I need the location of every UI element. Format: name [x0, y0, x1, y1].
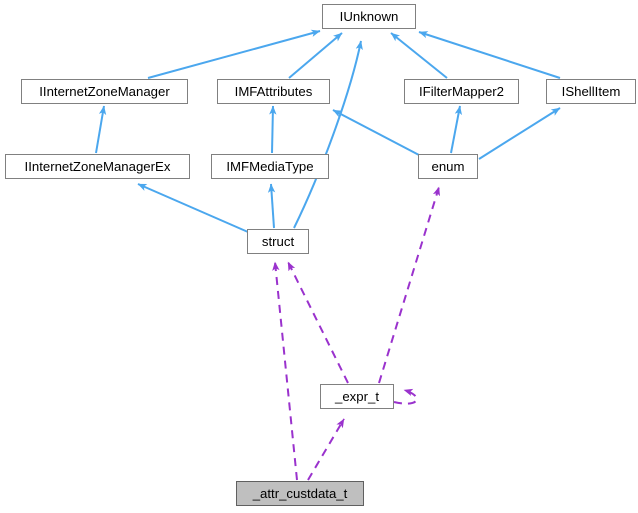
class-node-enum[interactable]: enum — [418, 154, 478, 179]
edge-attr_custdata_t-to-expr_t — [307, 418, 345, 481]
class-node-label: IUnknown — [339, 8, 399, 24]
class-node-label: IShellItem — [561, 83, 621, 99]
class-node-iinternetzonemanager[interactable]: IInternetZoneManager — [21, 79, 188, 104]
class-node-label: _expr_t — [335, 388, 379, 404]
class-node-expr_t[interactable]: _expr_t — [320, 384, 394, 409]
edge-expr_t-self-loop — [393, 388, 418, 405]
class-node-label: IMFAttributes — [234, 83, 313, 99]
edge-enum-to-ifiltermapper2 — [450, 105, 463, 154]
class-node-label: IFilterMapper2 — [418, 83, 505, 99]
edge-imfmediatype-to-imfattributes — [269, 105, 277, 154]
class-node-label: struct — [261, 233, 295, 249]
class-node-label: _attr_custdata_t — [252, 485, 348, 501]
class-node-imfattributes[interactable]: IMFAttributes — [217, 79, 330, 104]
class-node-ishellitem[interactable]: IShellItem — [546, 79, 636, 104]
class-node-imfmediatype[interactable]: IMFMediaType — [211, 154, 329, 179]
edge-iinternetzonemanagerex-to-iinternetzonemanager — [95, 105, 107, 154]
edge-enum-to-ishellitem — [478, 107, 561, 160]
usage-edge-group — [272, 186, 441, 481]
edge-ishellitem-to-iunknown — [418, 31, 561, 79]
edge-struct-to-iinternetzonemanagerex — [137, 183, 249, 233]
inheritance-edge-group — [95, 29, 561, 233]
edge-expr_t-to-struct — [287, 261, 349, 384]
edge-attr_custdata_t-to-struct — [272, 261, 298, 481]
class-node-iinternetzonemanagerex[interactable]: IInternetZoneManagerEx — [5, 154, 190, 179]
class-node-iunknown[interactable]: IUnknown — [322, 4, 416, 29]
edge-ifiltermapper2-to-iunknown — [390, 32, 448, 79]
edge-expr_t-to-enum — [378, 186, 441, 384]
class-node-ifiltermapper2[interactable]: IFilterMapper2 — [404, 79, 519, 104]
class-node-label: IInternetZoneManager — [39, 83, 170, 99]
class-node-struct[interactable]: struct — [247, 229, 309, 254]
class-node-label: enum — [431, 158, 465, 174]
edge-iinternetzonemanager-to-iunknown — [147, 29, 321, 79]
edge-struct-to-imfmediatype — [267, 183, 276, 229]
edge-struct-to-iunknown — [293, 40, 363, 229]
class-node-label: IInternetZoneManagerEx — [24, 158, 171, 174]
edge-enum-to-imfattributes — [332, 109, 420, 156]
class-node-attr_custdata_t[interactable]: _attr_custdata_t — [236, 481, 364, 506]
class-node-label: IMFMediaType — [226, 158, 314, 174]
edge-imfattributes-to-iunknown — [288, 32, 343, 79]
